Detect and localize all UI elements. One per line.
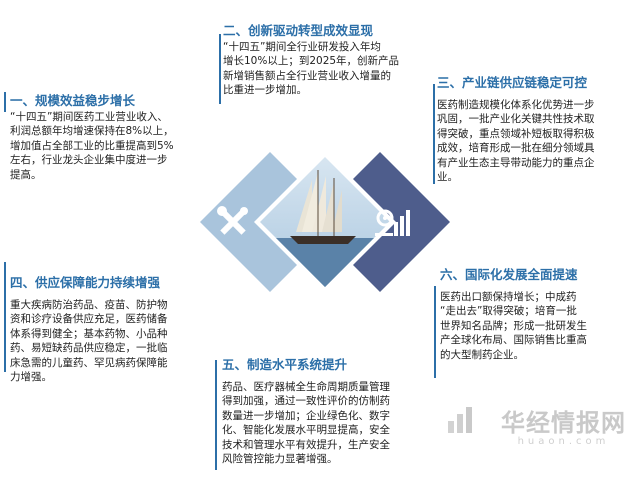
connector-b6: [434, 286, 436, 378]
block-body: “十四五”期间医药工业营业收入、 利润总额年均增速保持在8%以上， 增加值占全部…: [10, 110, 206, 182]
body-line: “走出去”取得突破；培育一批: [440, 305, 577, 318]
block-title: 五、制造水平系统提升: [222, 357, 348, 372]
block-body: “十四五”期间全行业研发投入年均 增长10%以上；到2025年，创新产品 新增销…: [223, 40, 431, 98]
block-internationalization: 六、国际化发展全面提速 医药出口额保持增长；中成药 “走出去”取得突破；培育一批…: [440, 266, 632, 362]
block-body: 医药制造规模化体系化优势进一步 巩固，一批产业化关键共性技术取 得突破，重点领域…: [437, 98, 633, 184]
body-line: 利润总额年均增速保持在8%以上，: [10, 125, 174, 138]
body-line: 药、易短缺药品供应稳定，一批临: [10, 342, 168, 355]
body-line: 医药出口额保持增长；中成药: [440, 291, 577, 303]
block-title: 四、供应保障能力持续增强: [10, 275, 161, 290]
connector-b1: [4, 92, 6, 112]
connector-b5: [215, 360, 217, 470]
body-line: 技术和管理水平有效提升，生产安全: [222, 438, 390, 451]
block-innovation: 二、创新驱动转型成效显现 “十四五”期间全行业研发投入年均 增长10%以上；到2…: [223, 22, 431, 98]
body-line: 世界知名品牌；形成一批研发生: [440, 319, 587, 332]
gear-chart-icon: [375, 209, 410, 236]
body-line: 化、智能化发展水平明显提高，安全: [222, 424, 390, 437]
body-line: 增长10%以上；到2025年，创新产品: [223, 55, 400, 68]
body-line: 业。: [437, 171, 458, 184]
body-line: 资和诊疗设备供应充足，医药储备: [10, 313, 168, 326]
watermark-name: 华经情报网: [501, 409, 626, 437]
block-supply-chain: 三、产业链供应链稳定可控 医药制造规模化体系化优势进一步 巩固，一批产业化关键共…: [437, 74, 633, 184]
watermark-logo-icon: [448, 407, 472, 433]
block-supply-guarantee: 四、供应保障能力持续增强 重大疾病防治药品、疫苗、防护物 资和诊疗设备供应充足，…: [10, 274, 206, 384]
body-line: 重大疾病防治药品、疫苗、防护物: [10, 299, 168, 311]
body-line: 的大型制药企业。: [440, 348, 524, 361]
block-scale-benefit: 一、规模效益稳步增长 “十四五”期间医药工业营业收入、 利润总额年均增速保持在8…: [10, 92, 206, 182]
body-line: 体系得到健全；基本药物、小品种: [10, 327, 168, 340]
body-line: 医药制造规模化体系化优势进一步: [437, 99, 595, 111]
body-line: 得到加强，通过一致性评价的仿制药: [222, 395, 390, 408]
watermark-domain: huaon.com: [517, 436, 610, 447]
body-line: 药品、医疗器械全生命周期质量管理: [222, 381, 390, 393]
body-line: 提高。: [10, 168, 42, 181]
body-line: 新增销售额占全行业营业收入增量的: [223, 69, 391, 82]
body-line: 有产业生态主导带动能力的重点企: [437, 156, 595, 169]
connector-b3: [433, 84, 435, 184]
body-line: 巩固，一批产业化关键共性技术取: [437, 113, 595, 126]
body-line: 产全球化布局、国际销售比重高: [440, 334, 587, 347]
block-title: 六、国际化发展全面提速: [440, 267, 578, 282]
body-line: “十四五”期间全行业研发投入年均: [223, 41, 381, 53]
body-line: 数量进一步增加；企业绿色化、数字: [222, 409, 390, 422]
block-title: 二、创新驱动转型成效显现: [223, 23, 374, 38]
body-line: 左右，行业龙头企业集中度进一步: [10, 154, 168, 167]
watermark: 华经情报网 huaon.com: [501, 410, 626, 447]
body-line: 比重进一步增加。: [223, 84, 307, 97]
body-line: “十四五”期间医药工业营业收入、: [10, 111, 168, 123]
body-line: 力增强。: [10, 371, 52, 384]
block-title: 一、规模效益稳步增长: [10, 93, 136, 108]
block-body: 医药出口额保持增长；中成药 “走出去”取得突破；培育一批 世界知名品牌；形成一批…: [440, 290, 632, 362]
block-body: 药品、医疗器械全生命周期质量管理 得到加强，通过一致性评价的仿制药 数量进一步增…: [222, 380, 436, 466]
body-line: 得突破，重点领域补短板取得积极: [437, 127, 595, 140]
body-line: 床急需的儿童药、罕见病药保障能: [10, 356, 168, 369]
body-line: 风险管控能力显著增强。: [222, 453, 338, 466]
block-manufacturing: 五、制造水平系统提升 药品、医疗器械全生命周期质量管理 得到加强，通过一致性评价…: [222, 356, 436, 466]
block-title: 三、产业链供应链稳定可控: [437, 75, 588, 90]
body-line: 成效，培育形成一批在细分领域具: [437, 142, 595, 155]
block-body: 重大疾病防治药品、疫苗、防护物 资和诊疗设备供应充足，医药储备 体系得到健全；基…: [10, 298, 206, 384]
tools-icon: [217, 206, 248, 235]
body-line: 增加值占全部工业的比重提高到5%: [10, 139, 174, 152]
connector-b2: [219, 34, 221, 104]
connector-b4: [4, 262, 6, 372]
